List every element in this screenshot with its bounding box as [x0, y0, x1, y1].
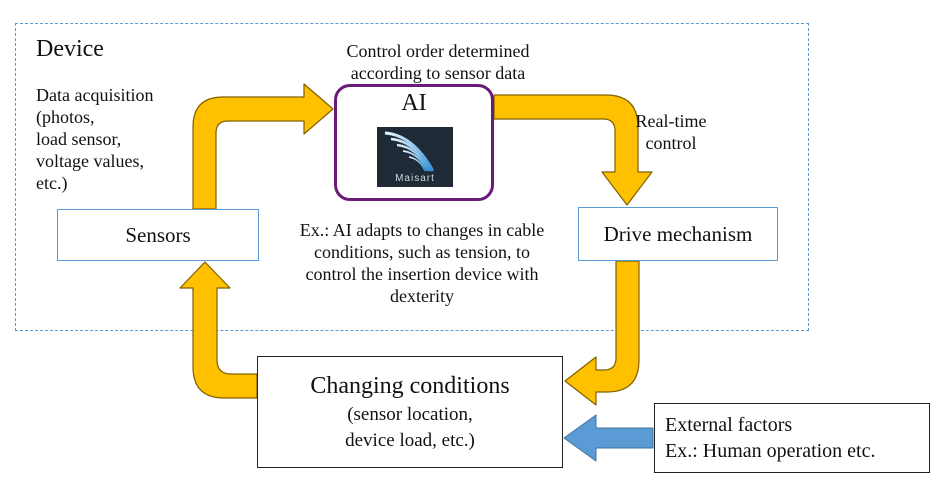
maisart-logo: Maisart — [377, 127, 453, 187]
example-text: Ex.: AI adapts to changes in cable condi… — [272, 219, 572, 307]
data-acquisition-line-1: Data acquisition — [36, 85, 154, 105]
data-acquisition-line-3: load sensor, — [36, 129, 122, 149]
example-line-4: dexterity — [390, 286, 454, 306]
external-factors-line-1: External factors — [665, 414, 793, 436]
data-acquisition-line-4: voltage values, — [36, 151, 144, 171]
arrow-ai-to-drive — [493, 94, 653, 206]
maisart-logo-icon — [384, 131, 435, 172]
realtime-control-text: Real-time control — [626, 110, 716, 154]
sensors-label: Sensors — [125, 222, 191, 247]
example-line-3: control the insertion device with — [305, 264, 539, 284]
data-acquisition-line-2: (photos, — [36, 107, 95, 127]
arrow-changing-to-sensors — [179, 261, 258, 399]
control-order-text: Control order determined according to se… — [320, 40, 556, 84]
changing-conditions-sub-1: (sensor location, — [347, 404, 473, 425]
control-order-line-1: Control order determined — [346, 41, 530, 61]
drive-mechanism-label: Drive mechanism — [603, 221, 753, 246]
ai-box: AI Maisart — [334, 84, 494, 201]
example-line-2: conditions, such as tension, to — [314, 242, 530, 262]
arrow-external-to-changing — [563, 414, 654, 462]
data-acquisition-text: Data acquisition (photos, load sensor, v… — [36, 84, 153, 194]
external-factors-box: External factors Ex.: Human operation et… — [654, 403, 930, 473]
external-factors-line-2: Ex.: Human operation etc. — [665, 440, 876, 462]
arrow-drive-to-changing — [564, 260, 640, 406]
ai-label: AI — [401, 90, 427, 116]
realtime-line-2: control — [645, 133, 697, 153]
arrow-sensors-to-ai — [192, 83, 334, 210]
device-region — [15, 23, 809, 331]
realtime-line-1: Real-time — [635, 111, 707, 131]
example-line-1: Ex.: AI adapts to changes in cable — [299, 220, 545, 240]
data-acquisition-line-5: etc.) — [36, 173, 68, 193]
changing-conditions-title: Changing conditions — [310, 373, 510, 399]
changing-conditions-box: Changing conditions (sensor location, de… — [257, 356, 563, 468]
sensors-box: Sensors — [57, 209, 259, 261]
control-order-line-2: according to sensor data — [350, 63, 526, 83]
drive-mechanism-box: Drive mechanism — [578, 207, 778, 261]
device-title: Device — [36, 36, 104, 62]
changing-conditions-sub-2: device load, etc.) — [345, 430, 475, 451]
maisart-logo-text: Maisart — [395, 173, 435, 184]
